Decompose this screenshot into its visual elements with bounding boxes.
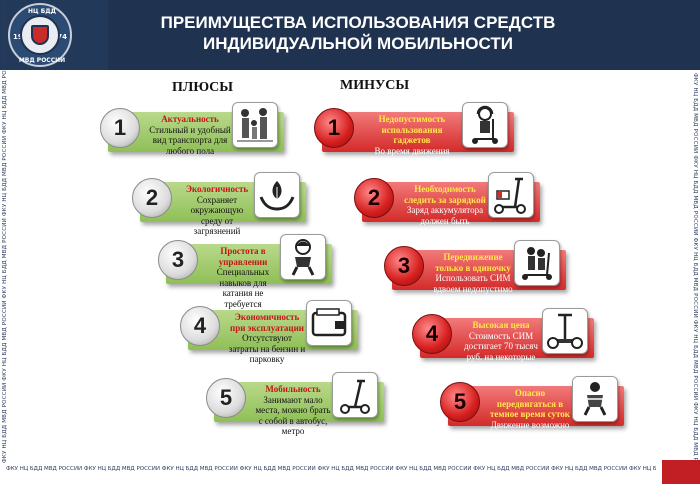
minus-card-1: 1 Недопустимость использования гаджетов … bbox=[314, 102, 514, 177]
plus-card-title: Простота в управлении bbox=[218, 246, 268, 267]
plus-card-1: 1 Актуальность Стильный и удобный вид тр… bbox=[100, 102, 284, 156]
plus-card-4: 4 Экономичность при эксплуатации Отсутст… bbox=[180, 300, 358, 364]
minus-card-title: Недопустимость использования гаджетов bbox=[378, 114, 446, 145]
minus-card-desc: Заряд аккумулятора должен быть приближен… bbox=[406, 205, 484, 236]
plus-card-text: Экономичность при эксплуатации Отсутству… bbox=[228, 312, 306, 365]
number-badge: 1 bbox=[100, 108, 140, 148]
minus-card-text: Высокая цена Стоимость СИМ достигает 70 … bbox=[460, 320, 542, 373]
shield-icon bbox=[31, 25, 49, 45]
family-icon bbox=[232, 102, 278, 148]
plus-card-desc: Занимают мало места, можно брать с собой… bbox=[255, 394, 331, 437]
minus-card-desc: Движение возможно только со световозвращ… bbox=[488, 419, 574, 462]
minus-card-text: Необходимость следить за зарядкой Заряд … bbox=[402, 184, 488, 237]
eco-hands-icon bbox=[254, 172, 300, 218]
plus-card-title: Экономичность при эксплуатации bbox=[230, 312, 304, 333]
minus-card-text: Недопустимость использования гаджетов Во… bbox=[362, 114, 462, 177]
logo-area: НЦ БДД 19 74 МВД РОССИИ bbox=[0, 0, 108, 70]
footer-red-block bbox=[662, 460, 700, 484]
minus-card-desc: Стоимость СИМ достигает 70 тысяч руб. на… bbox=[464, 330, 538, 373]
minus-card-text: Передвижение только в одиночку Использов… bbox=[432, 252, 514, 294]
plus-card-text: Мобильность Занимают мало места, можно б… bbox=[254, 384, 332, 437]
logo-top-text: НЦ БДД bbox=[28, 8, 56, 15]
page-title-line-2: ИНДИВИДУАЛЬНОЙ МОБИЛЬНОСТИ bbox=[203, 34, 513, 53]
footer-repeat-text: ФКУ НЦ БДД МВД РОССИИ ФКУ НЦ БДД МВД РОС… bbox=[6, 466, 656, 472]
minus-card-4: 4 Высокая цена Стоимость СИМ достигает 7… bbox=[412, 308, 594, 372]
plus-card-desc: Отсутствуют затраты на бензин и парковку bbox=[228, 333, 306, 364]
logo-year-right: 74 bbox=[57, 33, 67, 41]
plus-card-title: Экологичность bbox=[185, 184, 249, 194]
page-title: ПРЕИМУЩЕСТВА ИСПОЛЬЗОВАНИЯ СРЕДСТВ ИНДИВ… bbox=[118, 12, 598, 54]
rider-headphones-icon bbox=[462, 102, 508, 148]
logo-bottom-text: МВД РОССИИ bbox=[18, 57, 66, 64]
side-text-right: ФКУ НЦ БДД МВД РОССИИ ФКУ НЦ БДД МВД РОС… bbox=[692, 73, 698, 484]
header-bar: НЦ БДД 19 74 МВД РОССИИ ПРЕИМУЩЕСТВА ИСП… bbox=[0, 0, 700, 70]
plus-card-2: 2 Экологичность Сохраняет окружающую сре… bbox=[132, 172, 306, 236]
plus-card-text: Актуальность Стильный и удобный вид тран… bbox=[148, 114, 232, 156]
minus-card-title: Высокая цена bbox=[472, 320, 530, 330]
number-badge: 4 bbox=[412, 314, 452, 354]
minus-card-5: 5 Опасно передвигаться в темное время су… bbox=[440, 376, 624, 461]
number-badge: 3 bbox=[384, 246, 424, 286]
night-rider-icon bbox=[572, 376, 618, 422]
plus-card-desc: Стильный и удобный вид транспорта для лю… bbox=[149, 124, 231, 156]
minus-card-desc: Во время движения отказаться от телефона… bbox=[366, 145, 458, 177]
page-title-line-1: ПРЕИМУЩЕСТВА ИСПОЛЬЗОВАНИЯ СРЕДСТВ bbox=[160, 13, 556, 32]
minus-card-3: 3 Передвижение только в одиночку Использ… bbox=[384, 240, 566, 294]
minus-card-desc: Использовать СИМ вдвоем недопустимо bbox=[433, 273, 513, 294]
minus-card-text: Опасно передвигаться в темное время суто… bbox=[488, 388, 574, 462]
battery-scooter-icon bbox=[488, 172, 534, 218]
plus-card-title: Актуальность bbox=[161, 114, 219, 124]
plus-card-desc: Сохраняет окружающую среду от загрязнени… bbox=[190, 194, 244, 237]
number-badge: 3 bbox=[158, 240, 198, 280]
plus-card-text: Экологичность Сохраняет окружающую среду… bbox=[180, 184, 254, 237]
number-badge: 1 bbox=[314, 108, 354, 148]
plus-card-5: 5 Мобильность Занимают мало места, можно… bbox=[206, 372, 384, 436]
number-badge: 5 bbox=[206, 378, 246, 418]
wallet-icon bbox=[306, 300, 352, 346]
number-badge: 2 bbox=[132, 178, 172, 218]
logo-year-left: 19 bbox=[13, 33, 23, 41]
minus-card-title: Необходимость следить за зарядкой bbox=[404, 184, 486, 205]
number-badge: 2 bbox=[354, 178, 394, 218]
plus-card-text: Простота в управлении Специальных навыко… bbox=[206, 246, 280, 309]
logo-inner-circle bbox=[20, 15, 60, 55]
plus-card-title: Мобильность bbox=[265, 384, 321, 394]
emblem-logo: НЦ БДД 19 74 МВД РОССИИ bbox=[8, 3, 72, 67]
plus-column-title: ПЛЮСЫ bbox=[172, 80, 233, 95]
two-riders-icon bbox=[514, 240, 560, 286]
plus-card-3: 3 Простота в управлении Специальных навы… bbox=[158, 234, 332, 309]
minus-card-title: Передвижение только в одиночку bbox=[435, 252, 511, 273]
plus-card-desc: Специальных навыков для катания не требу… bbox=[216, 267, 270, 309]
minus-column-title: МИНУСЫ bbox=[340, 78, 410, 93]
minus-card-2: 2 Необходимость следить за зарядкой Заря… bbox=[354, 172, 540, 236]
side-text-left: ФКУ НЦ БДД МВД РОССИИ ФКУ НЦ БДД МВД РОС… bbox=[2, 0, 8, 463]
number-badge: 4 bbox=[180, 306, 220, 346]
scooter-icon bbox=[332, 372, 378, 418]
segway-icon bbox=[542, 308, 588, 354]
skater-icon bbox=[280, 234, 326, 280]
minus-card-title: Опасно передвигаться в темное время суто… bbox=[490, 388, 570, 419]
number-badge: 5 bbox=[440, 382, 480, 422]
